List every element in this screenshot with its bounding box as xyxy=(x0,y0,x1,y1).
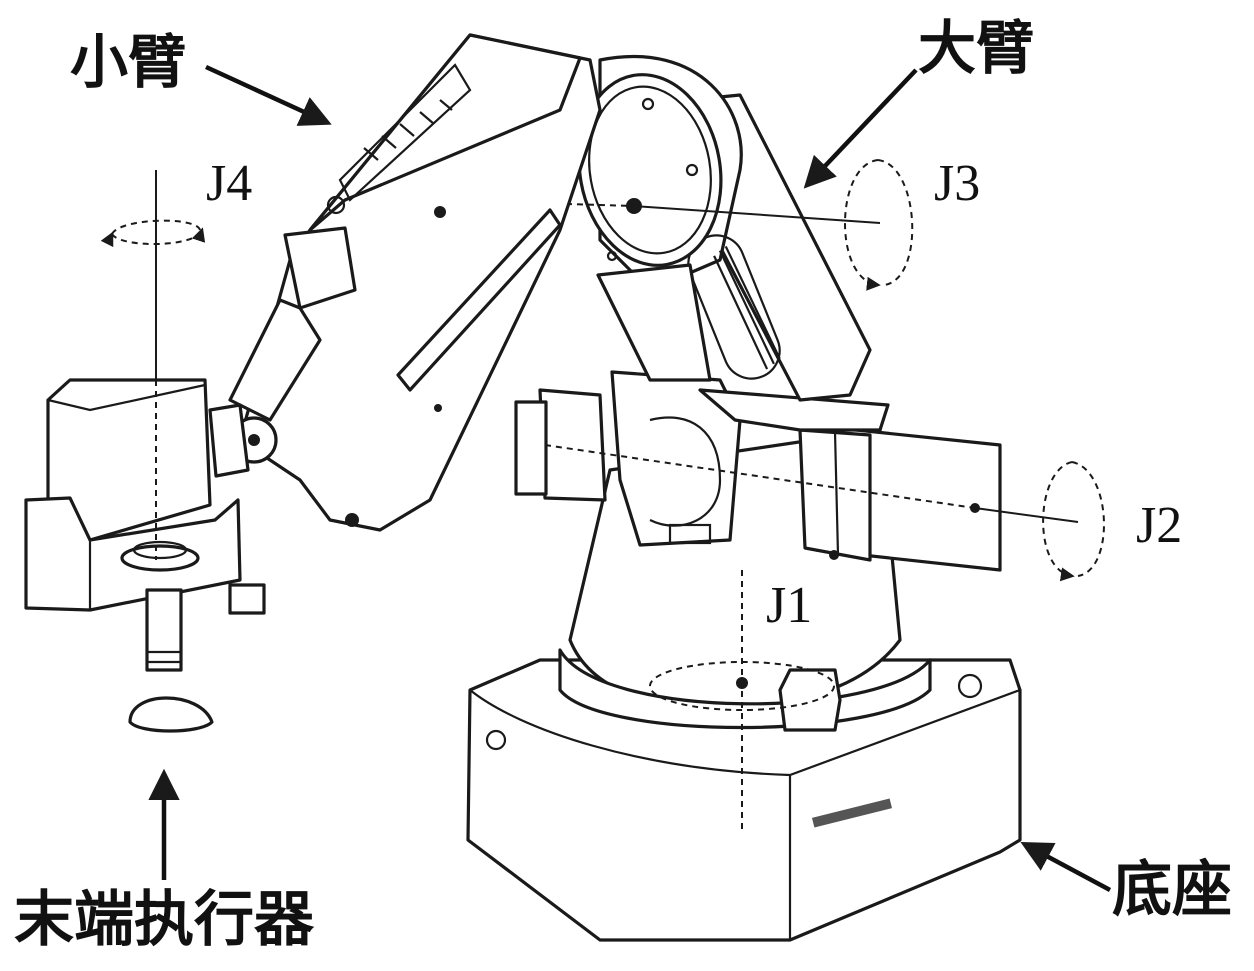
forearm-arrow-icon xyxy=(205,64,332,126)
j3-label: J3 xyxy=(934,155,980,212)
base-label: 底座 xyxy=(1112,855,1232,925)
upper-arm-arrow-icon xyxy=(803,68,918,189)
j2-label: J2 xyxy=(1136,497,1182,554)
j1-axis xyxy=(649,570,835,830)
forearm xyxy=(208,33,602,532)
forearm-label: 小臂 xyxy=(70,28,186,96)
j2-axis xyxy=(544,444,1105,582)
j4-label: J4 xyxy=(206,155,252,212)
shoulder-assembly xyxy=(514,370,1002,572)
base-arrow-icon xyxy=(1020,842,1112,892)
upper-arm-label: 大臂 xyxy=(918,14,1034,82)
end-effector-label: 末端执行器 xyxy=(14,885,315,955)
j1-label: J1 xyxy=(766,577,812,634)
j4-axis xyxy=(100,170,206,560)
arrow-icon xyxy=(148,64,1112,892)
end-effector xyxy=(24,378,266,733)
